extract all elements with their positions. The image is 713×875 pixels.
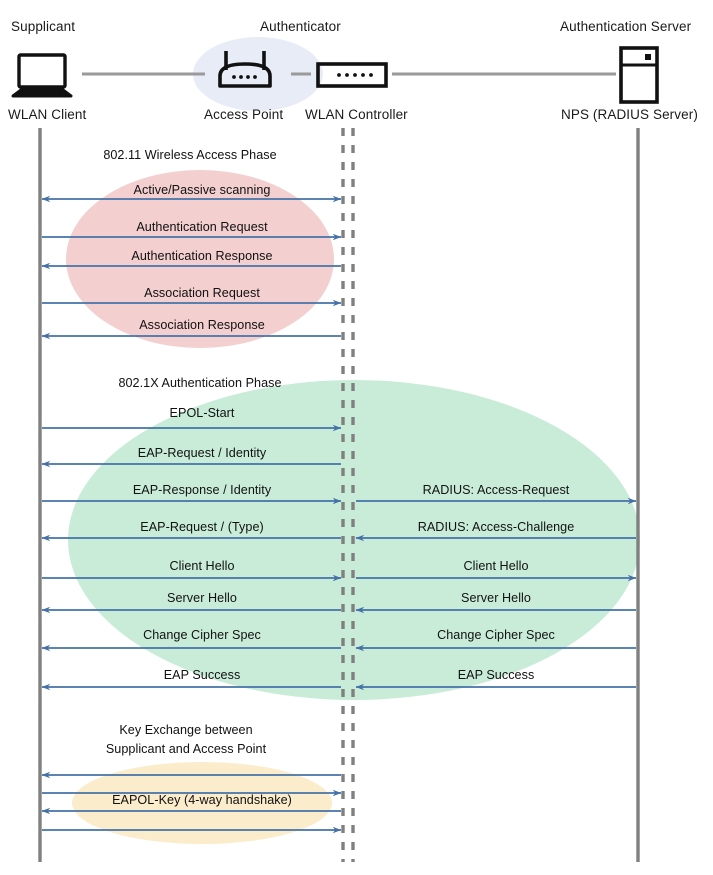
phase-caption-key-exchange-line1: Key Exchange between [119, 723, 253, 737]
msg-eap-request-type: EAP-Request / (Type) [140, 520, 264, 534]
node-label-access-point: Access Point [204, 107, 284, 122]
msg-client-hello-right: Client Hello [463, 559, 529, 573]
node-label-wlan-controller: WLAN Controller [305, 107, 408, 122]
msg-epol-start: EPOL-Start [169, 406, 235, 420]
node-label-wlan-client: WLAN Client [8, 107, 87, 122]
msg-eap-response-identity: EAP-Response / Identity [132, 483, 272, 497]
left-arrows [41, 195, 342, 834]
msg-authentication-response: Authentication Response [131, 249, 273, 263]
msg-server-hello-right: Server Hello [461, 591, 531, 605]
msg-active-passive-scanning: Active/Passive scanning [133, 183, 271, 197]
msg-change-cipher-spec-left: Change Cipher Spec [143, 628, 261, 642]
role-title-authentication-server: Authentication Server [560, 19, 692, 34]
msg-eap-request-identity: EAP-Request / Identity [137, 446, 267, 460]
phase-caption-key-exchange-line2: Supplicant and Access Point [105, 742, 267, 756]
msg-change-cipher-spec-right: Change Cipher Spec [437, 628, 555, 642]
node-label-nps-radius-server: NPS (RADIUS Server) [561, 107, 698, 122]
msg-radius-access-challenge: RADIUS: Access-Challenge [417, 520, 575, 534]
msg-eapol-key-handshake: EAPOL-Key (4-way handshake) [112, 793, 292, 807]
msg-eap-success-right: EAP Success [457, 668, 535, 682]
access-point-icon [218, 51, 272, 88]
role-title-supplicant: Supplicant [11, 19, 76, 34]
msg-client-hello-left: Client Hello [169, 559, 235, 573]
laptop-icon [11, 53, 73, 98]
msg-association-request: Association Request [144, 286, 260, 300]
msg-radius-access-request: RADIUS: Access-Request [422, 483, 570, 497]
right-arrows [355, 497, 637, 691]
phase-caption-dot1x: 802.1X Authentication Phase [118, 376, 282, 390]
msg-association-response: Association Response [139, 318, 265, 332]
wlan-controller-icon [316, 62, 388, 88]
server-icon [619, 46, 659, 104]
msg-eap-success-left: EAP Success [163, 668, 241, 682]
msg-authentication-request: Authentication Request [136, 220, 268, 234]
msg-server-hello-left: Server Hello [167, 591, 237, 605]
phase-caption-wireless-access: 802.11 Wireless Access Phase [103, 148, 277, 162]
phase-ellipse-key-exchange [72, 762, 332, 844]
role-title-authenticator: Authenticator [260, 19, 341, 34]
